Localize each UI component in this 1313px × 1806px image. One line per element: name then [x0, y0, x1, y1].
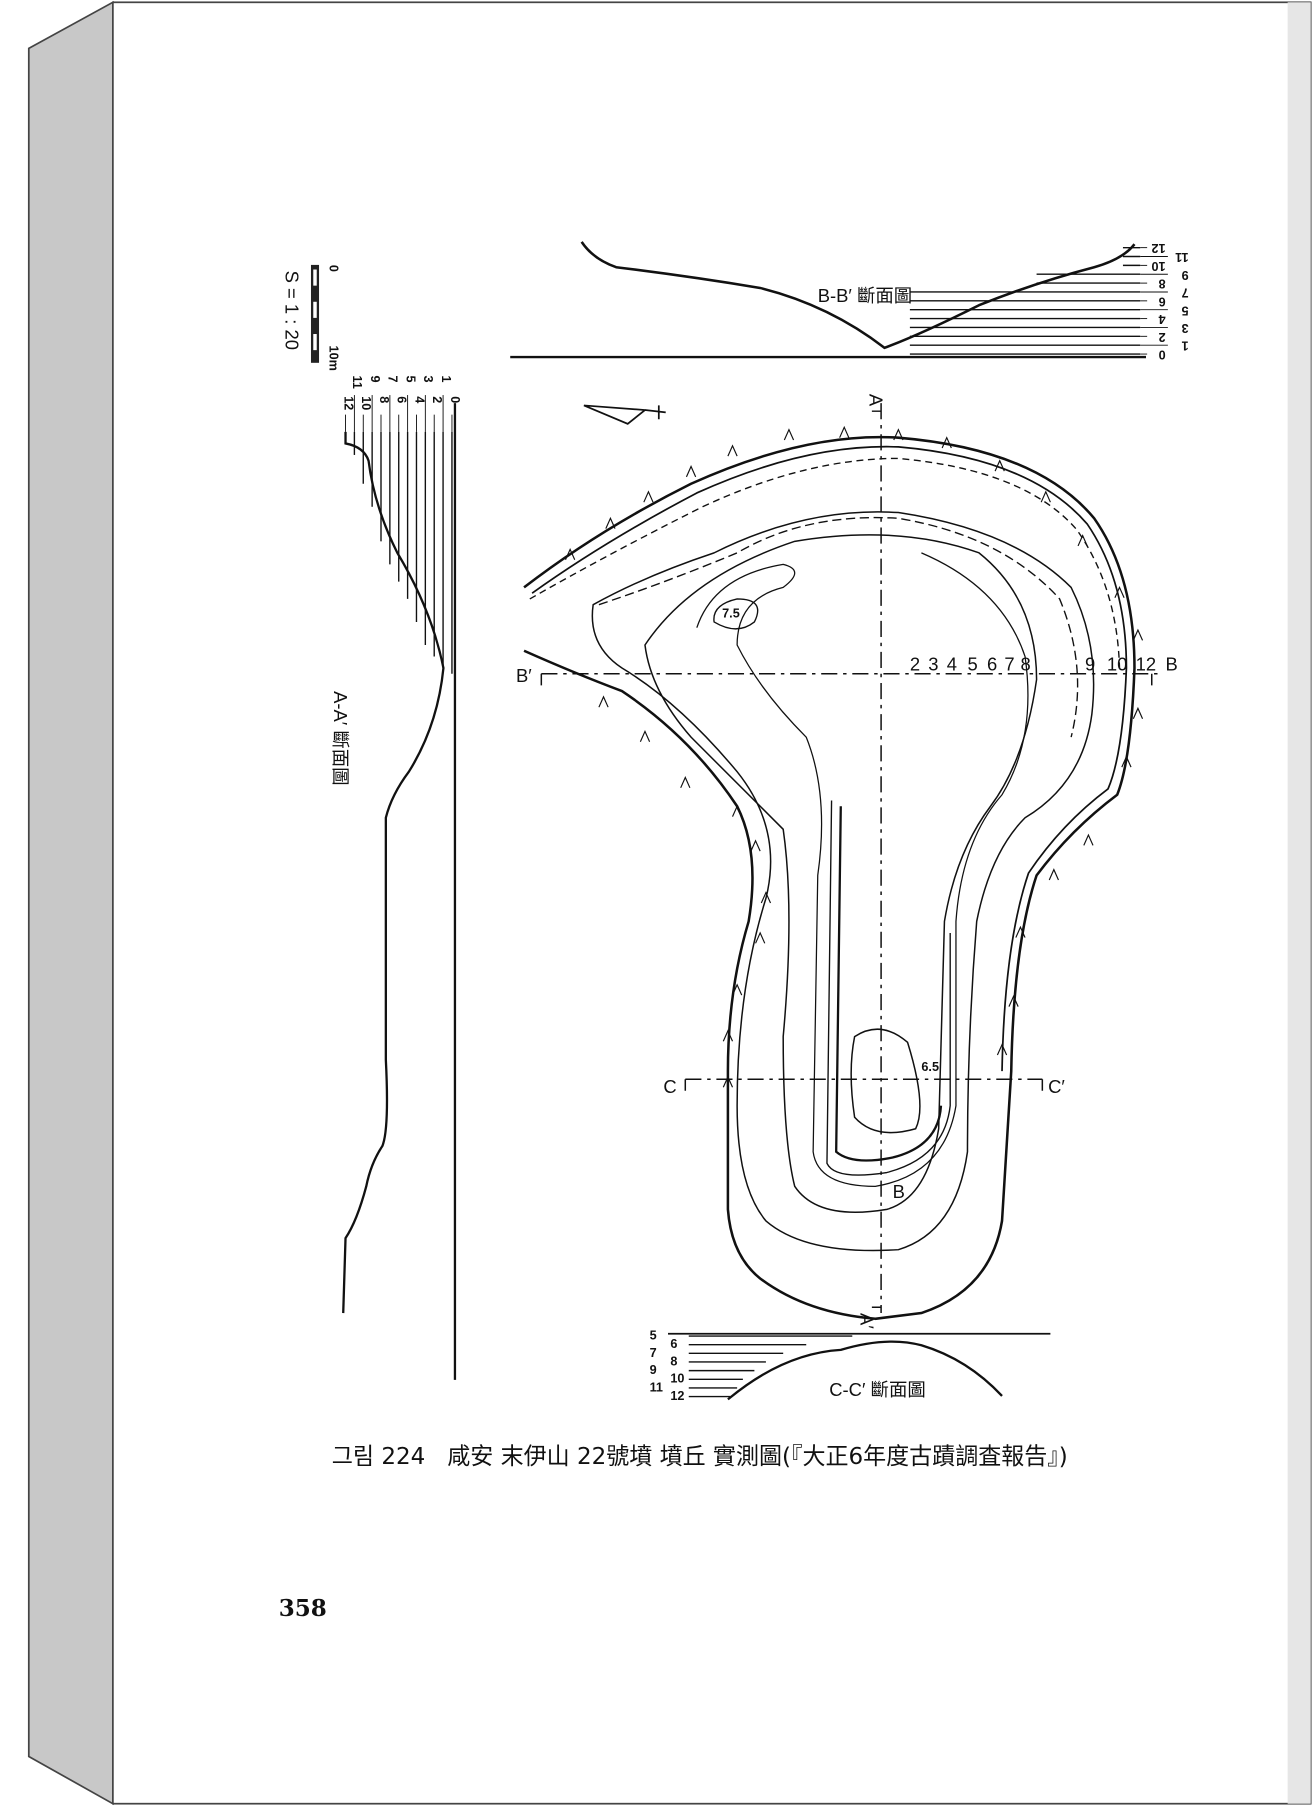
contour-label: 2: [910, 653, 920, 674]
slope-hachure-mark: [1008, 994, 1019, 1007]
slope-hachure-mark: [941, 436, 952, 449]
slope-hachure-mark: [731, 983, 743, 996]
scale-start: 0: [326, 265, 340, 272]
slope-hachure-mark: [564, 547, 576, 561]
cc-section-title: C-C′ 斷面圖: [829, 1379, 925, 1400]
contour-label: 9: [1085, 653, 1095, 674]
axis-label-c-prime: C′: [1048, 1076, 1065, 1097]
slope-hachure-mark: [727, 444, 738, 457]
cc-level-label: 9: [650, 1363, 657, 1377]
scale-bar: S = 1 : 20 0 10m: [282, 264, 340, 371]
slope-hachure-mark: [731, 804, 743, 817]
aa-level-label: 7: [386, 375, 400, 382]
slope-hachure-mark: [685, 465, 697, 478]
slope-hachure-mark: [639, 729, 651, 742]
slope-hachure-mark: [783, 428, 795, 441]
scale-end: 10m: [326, 346, 340, 371]
aa-level-label: 10: [359, 396, 373, 410]
contour-label: 7: [1004, 653, 1014, 674]
contour-label: 5: [967, 653, 977, 674]
center-mark-b: B: [893, 1181, 905, 1202]
slope-hachure-mark: [760, 891, 772, 904]
slope-hachure-mark: [1114, 585, 1125, 599]
slope-hachure-mark: [1015, 925, 1026, 938]
contour-label: 10: [1107, 653, 1127, 674]
bb-level-label: 8: [1159, 277, 1166, 291]
cc-level-label: 8: [670, 1354, 677, 1368]
book-spine: [27, 0, 114, 1806]
axis-label-a-prime: A′: [856, 1313, 877, 1329]
slope-hachure-mark: [1132, 706, 1144, 719]
aa-level-label: 12: [341, 396, 355, 410]
spot-height-6-5: 6.5: [921, 1060, 939, 1074]
axis-label-c: C: [663, 1076, 676, 1097]
slope-hachure-mark: [750, 839, 761, 852]
bb-level-label: 6: [1159, 294, 1166, 308]
aa-level-label: 8: [377, 396, 391, 403]
contour-label: 3: [928, 653, 938, 674]
mound-contour-plan: [523, 403, 1158, 1321]
slope-hachure-mark: [994, 459, 1005, 472]
bb-level-label: 2: [1159, 330, 1166, 344]
slope-hachure-mark: [722, 1029, 734, 1042]
north-arrow-icon: [583, 404, 666, 425]
slope-hachure-mark: [1040, 490, 1051, 503]
cc-level-label: 11: [650, 1380, 663, 1394]
bb-level-label: 1: [1182, 339, 1189, 353]
aa-level-label: 9: [368, 375, 382, 382]
bb-level-label: 10: [1151, 259, 1165, 273]
bb-level-label: 5: [1182, 303, 1189, 317]
bb-section-title: B-B′ 斷面圖: [818, 285, 912, 306]
bb-level-label: 0: [1159, 348, 1166, 362]
slope-hachure-mark: [1132, 628, 1144, 641]
slope-hachure-mark: [680, 776, 691, 789]
slope-hachure-mark: [643, 490, 654, 503]
cc-level-label: 6: [670, 1337, 677, 1351]
contour-label: 6: [987, 653, 997, 674]
aa-level-label: 4: [412, 396, 426, 403]
bb-level-label: 3: [1182, 321, 1189, 335]
contour-label: 8: [1020, 653, 1030, 674]
contour-label: 12: [1136, 653, 1156, 674]
slope-hachure-mark: [722, 1075, 734, 1088]
slope-hachure-mark: [1121, 755, 1132, 768]
slope-hachure-mark: [605, 516, 616, 529]
aa-level-label: 6: [395, 396, 409, 403]
aa-level-label: 11: [350, 375, 364, 388]
slope-hachure-mark: [755, 931, 766, 944]
spot-height-7-5: 7.5: [722, 606, 740, 620]
cc-level-label: 5: [650, 1329, 657, 1343]
page-number: 358: [279, 1595, 327, 1622]
aa-level-label: 0: [448, 396, 462, 403]
slope-hachure-mark: [1048, 868, 1059, 881]
slope-hachure-mark: [598, 695, 609, 708]
cc-level-label: 7: [650, 1346, 657, 1360]
cc-level-label: 12: [670, 1389, 684, 1403]
bb-level-label: 12: [1151, 241, 1165, 255]
bb-level-label: 7: [1182, 286, 1189, 300]
axis-label-b-prime: B′: [516, 665, 532, 686]
aa-level-label: 1: [439, 375, 453, 382]
slope-hachure-mark: [839, 425, 850, 438]
slope-hachure-mark: [1083, 833, 1094, 846]
slope-hachure-mark: [893, 428, 904, 441]
contour-label: 4: [947, 653, 957, 674]
aa-level-label: 5: [403, 375, 417, 382]
scale-label: S = 1 : 20: [282, 271, 303, 350]
cc-level-label: 10: [670, 1372, 684, 1386]
aa-level-label: 3: [421, 375, 435, 382]
slope-hachure-mark: [996, 1043, 1008, 1056]
figure-caption: 그림 224 咸安 末伊山 22號墳 墳丘 實測圖(『大正6年度古蹟調査報告』): [332, 1444, 1068, 1470]
bb-level-label: 9: [1182, 268, 1189, 282]
axis-label-b: B: [1166, 653, 1178, 674]
bb-level-label: 4: [1159, 312, 1166, 326]
aa-section-title: A-A′ 斷面圖: [330, 691, 351, 785]
axis-label-a: A: [866, 394, 887, 407]
bb-level-label: 11: [1175, 250, 1188, 264]
slope-hachure-mark: [1077, 534, 1088, 547]
aa-level-label: 2: [430, 396, 444, 403]
